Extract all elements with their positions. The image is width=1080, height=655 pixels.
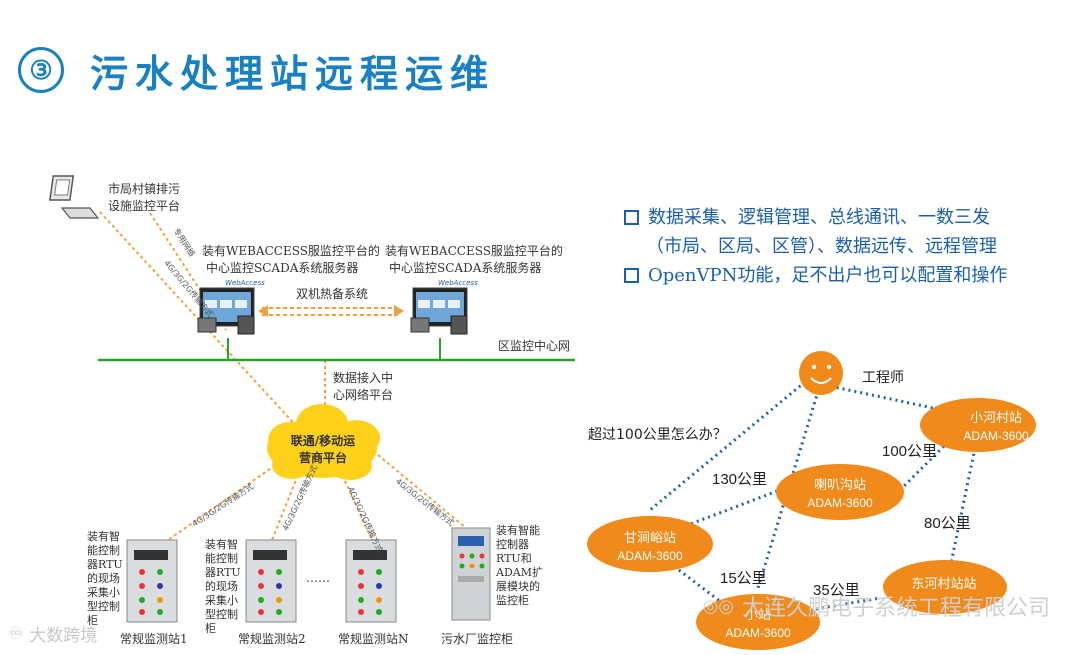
station-label-xiaohecun: 小河村站 ADAM-3600 bbox=[963, 410, 1029, 443]
distance-35: 35公里 bbox=[813, 582, 860, 599]
architecture-diagram: WebAccess WebAccess bbox=[49, 175, 575, 623]
link-cloud-plant bbox=[377, 454, 467, 529]
feature-bullets: 数据采集、逻辑管理、总线通讯、一数三发 （市局、区局、区管）、数据远传、远程管理… bbox=[624, 203, 1074, 290]
watermark-2: ♾ 大数跨境 bbox=[8, 623, 98, 647]
svg-text:WebAccess: WebAccess bbox=[438, 279, 478, 287]
server1-label: 装有WEBACCESS服监控平台的 中心监控SCADA系统服务器 bbox=[202, 244, 380, 275]
station-label-ganjianyu: 甘涧峪站 ADAM-3600 bbox=[617, 530, 683, 563]
bullet-1-cont: （市局、区局、区管）、数据远传、远程管理 bbox=[646, 236, 997, 257]
cab2-note: 装有智能控制器RTU的现场采集小型控制柜 bbox=[205, 538, 241, 635]
station-donghecun bbox=[883, 560, 1007, 614]
link-cloud-cab2 bbox=[271, 469, 301, 541]
distance-100: 100公里 bbox=[882, 443, 938, 460]
station-label-labagou: 喇叭沟站 ADAM-3600 bbox=[807, 477, 873, 510]
carrier-cloud bbox=[267, 404, 380, 480]
title-number-badge: ③ bbox=[18, 47, 64, 93]
cab1-caption: 常规监测站1 bbox=[120, 632, 188, 646]
hot-standby-label: 双机热备系统 bbox=[296, 287, 369, 301]
station-label-donghecun: 东河村站站 bbox=[911, 576, 977, 591]
page-title: 污水处理站远程运维 bbox=[90, 50, 496, 96]
bullet-square-icon bbox=[624, 268, 639, 283]
network-label: 区监控中心网 bbox=[498, 339, 571, 353]
plant-caption: 污水厂监控柜 bbox=[441, 632, 514, 646]
bullet-1: 数据采集、逻辑管理、总线通讯、一数三发 bbox=[624, 203, 1074, 232]
pc-label: 市局村镇排污 设施监控平台 bbox=[108, 182, 181, 213]
link-cloud-cab1 bbox=[167, 461, 281, 541]
station-network-map bbox=[587, 351, 1036, 650]
engineer-smiley-icon bbox=[799, 351, 843, 395]
link-ganjianyu-labagou bbox=[679, 488, 781, 530]
svg-text:WebAccess: WebAccess bbox=[225, 279, 265, 287]
station-xiaozhan bbox=[696, 594, 820, 650]
cabN-caption: 常规监测站N bbox=[338, 632, 409, 646]
station-xiaohecun bbox=[920, 398, 1036, 452]
brand-logo-icon: ♾ bbox=[8, 623, 24, 644]
cabinet-plant bbox=[451, 527, 491, 621]
server2-label: 装有WEBACCESS服监控平台的 中心监控SCADA系统服务器 bbox=[385, 244, 563, 275]
question-label: 超过100公里怎么办？ bbox=[588, 427, 727, 443]
distance-130: 130公里 bbox=[712, 471, 768, 488]
cabinet-station-2 bbox=[245, 539, 297, 623]
distance-80: 80公里 bbox=[924, 515, 971, 532]
bullet-square-icon bbox=[624, 210, 639, 225]
bullet-2: OpenVPN功能，足不出户也可以配置和操作 bbox=[624, 261, 1074, 290]
hot-standby-arrows bbox=[258, 305, 404, 317]
access-label: 数据接入中 心网络平台 bbox=[333, 371, 394, 402]
link-pc-cloud bbox=[99, 211, 301, 431]
station-label-xiaozhan: 小站 ADAM-3600 bbox=[725, 607, 791, 640]
cab2-caption: 常规监测站2 bbox=[238, 632, 306, 646]
station-ganjianyu bbox=[587, 516, 713, 572]
cab1-note: 装有智能控制器RTU的现场采集小型控制柜 bbox=[87, 530, 123, 627]
ellipsis: …… bbox=[306, 571, 330, 585]
cabinet-station-n bbox=[345, 539, 397, 623]
scada-server-2: WebAccess bbox=[410, 279, 478, 335]
plant-note: 装有智能控制器RTU和ADAM扩展模块的监控柜 bbox=[496, 524, 543, 607]
link-cloud-cabN bbox=[339, 469, 373, 541]
engineer-label: 工程师 bbox=[862, 370, 904, 386]
wechat-icon: ◎◎ bbox=[702, 595, 734, 617]
desktop-computer-icon bbox=[49, 175, 100, 219]
link-ganjianyu-xiaozhan bbox=[654, 550, 726, 607]
watermark: ◎◎ 大连久鹏电子系统工程有限公司 bbox=[702, 595, 1050, 622]
cabinet-station-1 bbox=[126, 539, 178, 623]
cloud-label: 联通/移动运 营商平台 bbox=[290, 434, 356, 465]
distance-15: 15公里 bbox=[720, 570, 767, 587]
scada-server-1: WebAccess bbox=[197, 279, 265, 335]
station-labagou bbox=[776, 464, 904, 520]
title-row: ③ 污水处理站远程运维 bbox=[18, 44, 495, 96]
link-xiaohecun-donghecun bbox=[948, 447, 977, 569]
